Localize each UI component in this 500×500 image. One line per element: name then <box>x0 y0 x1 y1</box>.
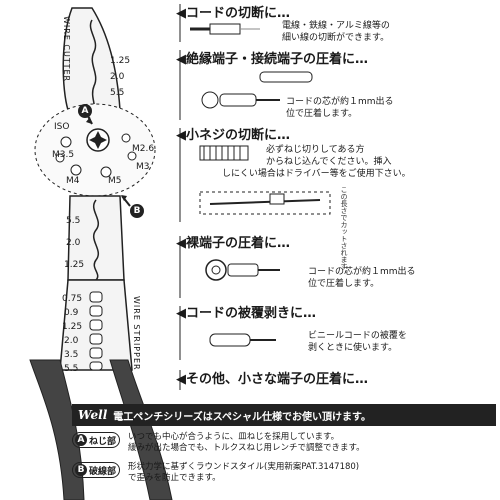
legend-text-line: で歪みを防止できます。 <box>128 473 221 483</box>
footer-headline: 電工ペンチシリーズはスペシャル仕様でお使い頂けます。 <box>113 411 372 423</box>
wire-stripper-label: WIRE STRIPPER <box>132 296 141 371</box>
strip-size: 3.5 <box>64 350 79 360</box>
section-title-insulated-crimp: ◀絶縁端子・接続端子の圧着に… <box>176 52 368 67</box>
legend-text-line: いつでも中心が合うように、皿ねじを採用しています。 <box>128 432 340 442</box>
wire-cutter-label: WIRE CUTTER <box>62 16 71 83</box>
section-desc-line: コードの芯が約１mm出る <box>308 267 416 277</box>
screw-mark: M5 <box>108 176 122 186</box>
cutter-size: 2.0 <box>110 72 125 82</box>
screw-mark: M3.5 <box>52 150 75 160</box>
legend-name: ねじ部 <box>89 436 117 447</box>
footer-brand-bar: Well 電工ペンチシリーズはスペシャル仕様でお使い頂けます。 <box>72 404 496 426</box>
section-title-cord-cut: ◀コードの切断に… <box>176 6 290 21</box>
section-desc-line: 電線・鉄線・アルミ線等の <box>282 21 390 31</box>
legend-letter: A <box>75 434 87 446</box>
cut-length-note: この長さでカットされます。 <box>340 186 348 277</box>
strip-size: 1.25 <box>62 322 83 332</box>
section-desc-line: コードの芯が約１mm出る <box>286 97 394 107</box>
legend-row-a: A ねじ部 いつでも中心が合うように、皿ねじを採用しています。 緩みが出た場合で… <box>72 432 496 454</box>
legend-text: いつでも中心が合うように、皿ねじを採用しています。 緩みが出た場合でも、トルクス… <box>128 432 365 454</box>
plier-illustration <box>29 7 173 500</box>
legend-pill-a: A ねじ部 <box>72 432 120 448</box>
footer-panel: Well 電工ペンチシリーズはスペシャル仕様でお使い頂けます。 A ねじ部 いつ… <box>72 404 496 496</box>
section-desc-line: しにくい場合はドライバー等をご使用下さい。 <box>222 169 411 179</box>
legend-text-line: 緩みが出た場合でも、トルクスねじ用レンチで調整できます。 <box>128 443 365 453</box>
strip-size: 5.5 <box>64 364 79 374</box>
section-desc-line: 位で圧着します。 <box>286 109 358 119</box>
legend-name: 破線部 <box>89 466 117 477</box>
section-title-strip: ◀コードの被覆剥きに… <box>176 306 316 321</box>
cutter-size: 5.5 <box>110 88 125 98</box>
section-desc-line: ビニールコードの被覆を <box>308 331 407 341</box>
screw-mark: ISO <box>54 122 70 132</box>
section-desc-line: 剥くときに使います。 <box>308 343 398 353</box>
screw-mark: M4 <box>66 176 80 186</box>
legend-text: 形状力学に基ずくラウンドスタイル(実用新案PAT.3147180) で歪みを防止… <box>128 462 359 484</box>
legend-pill-b: B 破線部 <box>72 462 120 478</box>
legend-text-line: 形状力学に基ずくラウンドスタイル(実用新案PAT.3147180) <box>128 462 360 472</box>
section-brackets <box>179 4 331 390</box>
callout-a-badge: A <box>78 104 92 118</box>
section-desc-line: 必ずねじ切りしてある方 <box>266 145 365 155</box>
legend-letter: B <box>75 464 87 476</box>
section-title-other-crimp: ◀その他、小さな端子の圧着に… <box>176 372 368 387</box>
callout-b-badge: B <box>130 204 144 218</box>
brand-logo: Well <box>78 408 108 422</box>
strip-size: 0.9 <box>64 308 79 318</box>
section-desc-line: からねじ込んでください。挿入 <box>266 157 392 167</box>
crimp-size: 2.0 <box>66 238 81 248</box>
section-title-screw-cut: ◀小ネジの切断に… <box>176 128 290 143</box>
strip-size: 0.75 <box>62 294 83 304</box>
screw-mark: M2.6 <box>132 144 155 154</box>
screw-mark: M3 <box>136 162 150 172</box>
section-title-bare-crimp: ◀裸端子の圧着に… <box>176 236 290 251</box>
cutter-size: 1.25 <box>110 56 131 66</box>
strip-size: 2.0 <box>64 336 79 346</box>
legend-row-b: B 破線部 形状力学に基ずくラウンドスタイル(実用新案PAT.3147180) … <box>72 462 496 484</box>
crimp-size: 5.5 <box>66 216 81 226</box>
crimp-size: 1.25 <box>64 260 85 270</box>
section-desc-line: 位で圧着します。 <box>308 279 380 289</box>
section-desc-line: 細い線の切断ができます。 <box>282 33 390 43</box>
